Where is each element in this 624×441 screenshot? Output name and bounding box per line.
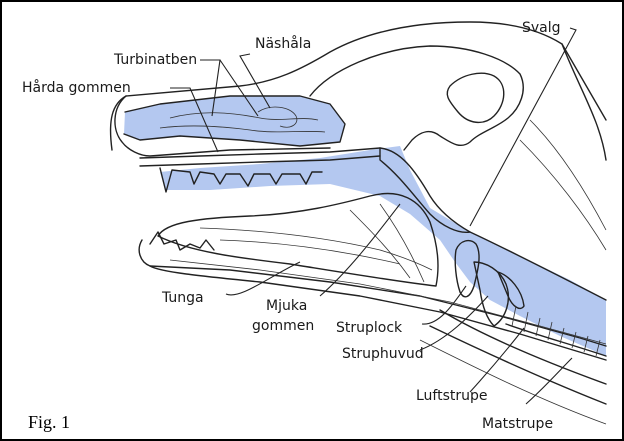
neck-skin-line — [420, 340, 606, 424]
label-soft-palate-line2: gommen — [252, 318, 314, 334]
cervical-line-1 — [530, 120, 606, 230]
tongue-outline — [158, 194, 438, 286]
label-larynx: Struphuvud — [342, 346, 424, 362]
label-tongue: Tunga — [161, 290, 204, 306]
label-pharynx: Svalg — [522, 20, 561, 36]
label-epiglottis: Struplock — [336, 320, 403, 336]
esophagus-leader — [526, 358, 572, 404]
tongue-texture-2 — [220, 240, 400, 264]
label-turbinates: Turbinatben — [113, 52, 197, 68]
label-soft-palate-line1: Mjuka — [266, 298, 307, 314]
label-esophagus: Matstrupe — [482, 416, 553, 432]
label-trachea: Luftstrupe — [416, 388, 488, 404]
label-nasal-cavity: Näshåla — [255, 35, 311, 52]
neck-outline — [562, 44, 606, 160]
figure-label: Fig. 1 — [28, 412, 70, 432]
brain-outline — [447, 73, 504, 122]
label-hard-palate: Hårda gommen — [22, 79, 131, 96]
trachea-leader — [470, 328, 524, 392]
tongue-leader — [226, 262, 300, 295]
tongue-texture-3 — [350, 210, 410, 278]
cervical-line-2 — [520, 140, 606, 250]
pharynx-leader — [470, 28, 576, 226]
